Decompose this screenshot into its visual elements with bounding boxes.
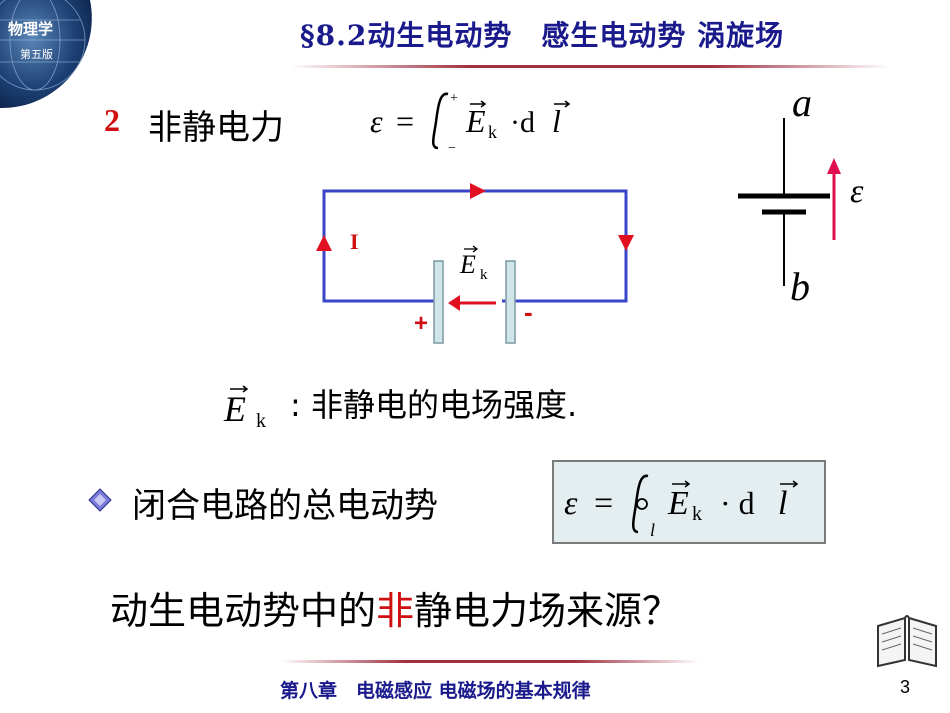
closed-equals: = xyxy=(594,485,613,522)
formula-epsilon: ε xyxy=(370,103,383,139)
current-arrow-left xyxy=(316,235,332,251)
emf-symbol: ε xyxy=(850,173,864,210)
circuit-field-sub: k xyxy=(480,267,488,283)
formula-equals: = xyxy=(396,103,414,139)
logo-edition: 第五版 xyxy=(20,48,53,61)
closed-loop-formula-box: ε = l E k · d l xyxy=(552,460,826,544)
header-divider xyxy=(290,65,890,68)
closed-sub: k xyxy=(692,503,702,525)
page-number: 3 xyxy=(900,677,911,697)
ek-symbol: E k xyxy=(223,385,266,432)
formula-subscript: k xyxy=(488,122,497,142)
integral-upper: + xyxy=(450,91,458,106)
logo-title: 物理学 xyxy=(8,20,54,38)
closed-dot-d: · d xyxy=(720,485,755,521)
minus-sign: - xyxy=(524,297,533,327)
ek-symbol-sub: k xyxy=(256,410,266,432)
section-title: 非静电力 xyxy=(148,108,284,148)
current-label: I xyxy=(350,229,359,254)
terminal-b-label: b xyxy=(790,264,810,308)
closed-epsilon: ε xyxy=(564,485,578,522)
ek-symbol-letter: E xyxy=(223,389,246,429)
closed-field: E xyxy=(667,485,689,522)
question-text: 动生电动势中的非静电力场来源？ xyxy=(110,580,680,635)
battery-plate-negative xyxy=(505,260,516,344)
question-part1: 动生电动势中的 xyxy=(110,589,377,633)
diamond-bullet-icon xyxy=(88,488,112,512)
circuit-field-label: E xyxy=(459,250,476,279)
integral-sign xyxy=(432,92,449,150)
terminal-a-label: a xyxy=(792,80,812,125)
closed-l: l xyxy=(778,485,787,522)
battery-symbol: a b ε xyxy=(738,80,864,308)
formula-l: l xyxy=(552,103,561,139)
section-number: 2 xyxy=(104,102,120,138)
question-highlight: 非 xyxy=(376,589,415,633)
battery-plate-positive xyxy=(433,260,444,344)
bullet-closed-circuit: 闭合电路的总电动势 xyxy=(132,486,438,526)
closed-loop-formula: ε = l E k · d l xyxy=(564,474,799,540)
formula-dot-d: ·d xyxy=(510,106,535,139)
footer-divider xyxy=(280,660,700,663)
question-part2: 静电力场来源？ xyxy=(414,589,681,633)
current-arrow-right xyxy=(618,235,634,251)
slide-title: §8.2动生电动势 感生电动势 涡旋场 xyxy=(300,19,785,52)
book-icon[interactable] xyxy=(872,608,942,668)
plus-sign: + xyxy=(414,310,428,337)
ek-description: : 非静电的电场强度. xyxy=(290,386,578,424)
circuit-wire xyxy=(322,189,628,303)
formula-field: E xyxy=(465,103,486,139)
emf-integral-formula: ε = + − E k ·d l xyxy=(370,91,571,156)
contour-label: l xyxy=(650,520,655,540)
circuit-diagram: I E k + - xyxy=(316,183,634,344)
current-arrow-top xyxy=(470,183,486,199)
footer-chapter: 第八章 电磁感应 电磁场的基本规律 xyxy=(280,680,591,702)
logo-globe xyxy=(0,0,92,109)
integral-lower: − xyxy=(448,141,456,156)
contour-integral-sign xyxy=(632,474,649,534)
